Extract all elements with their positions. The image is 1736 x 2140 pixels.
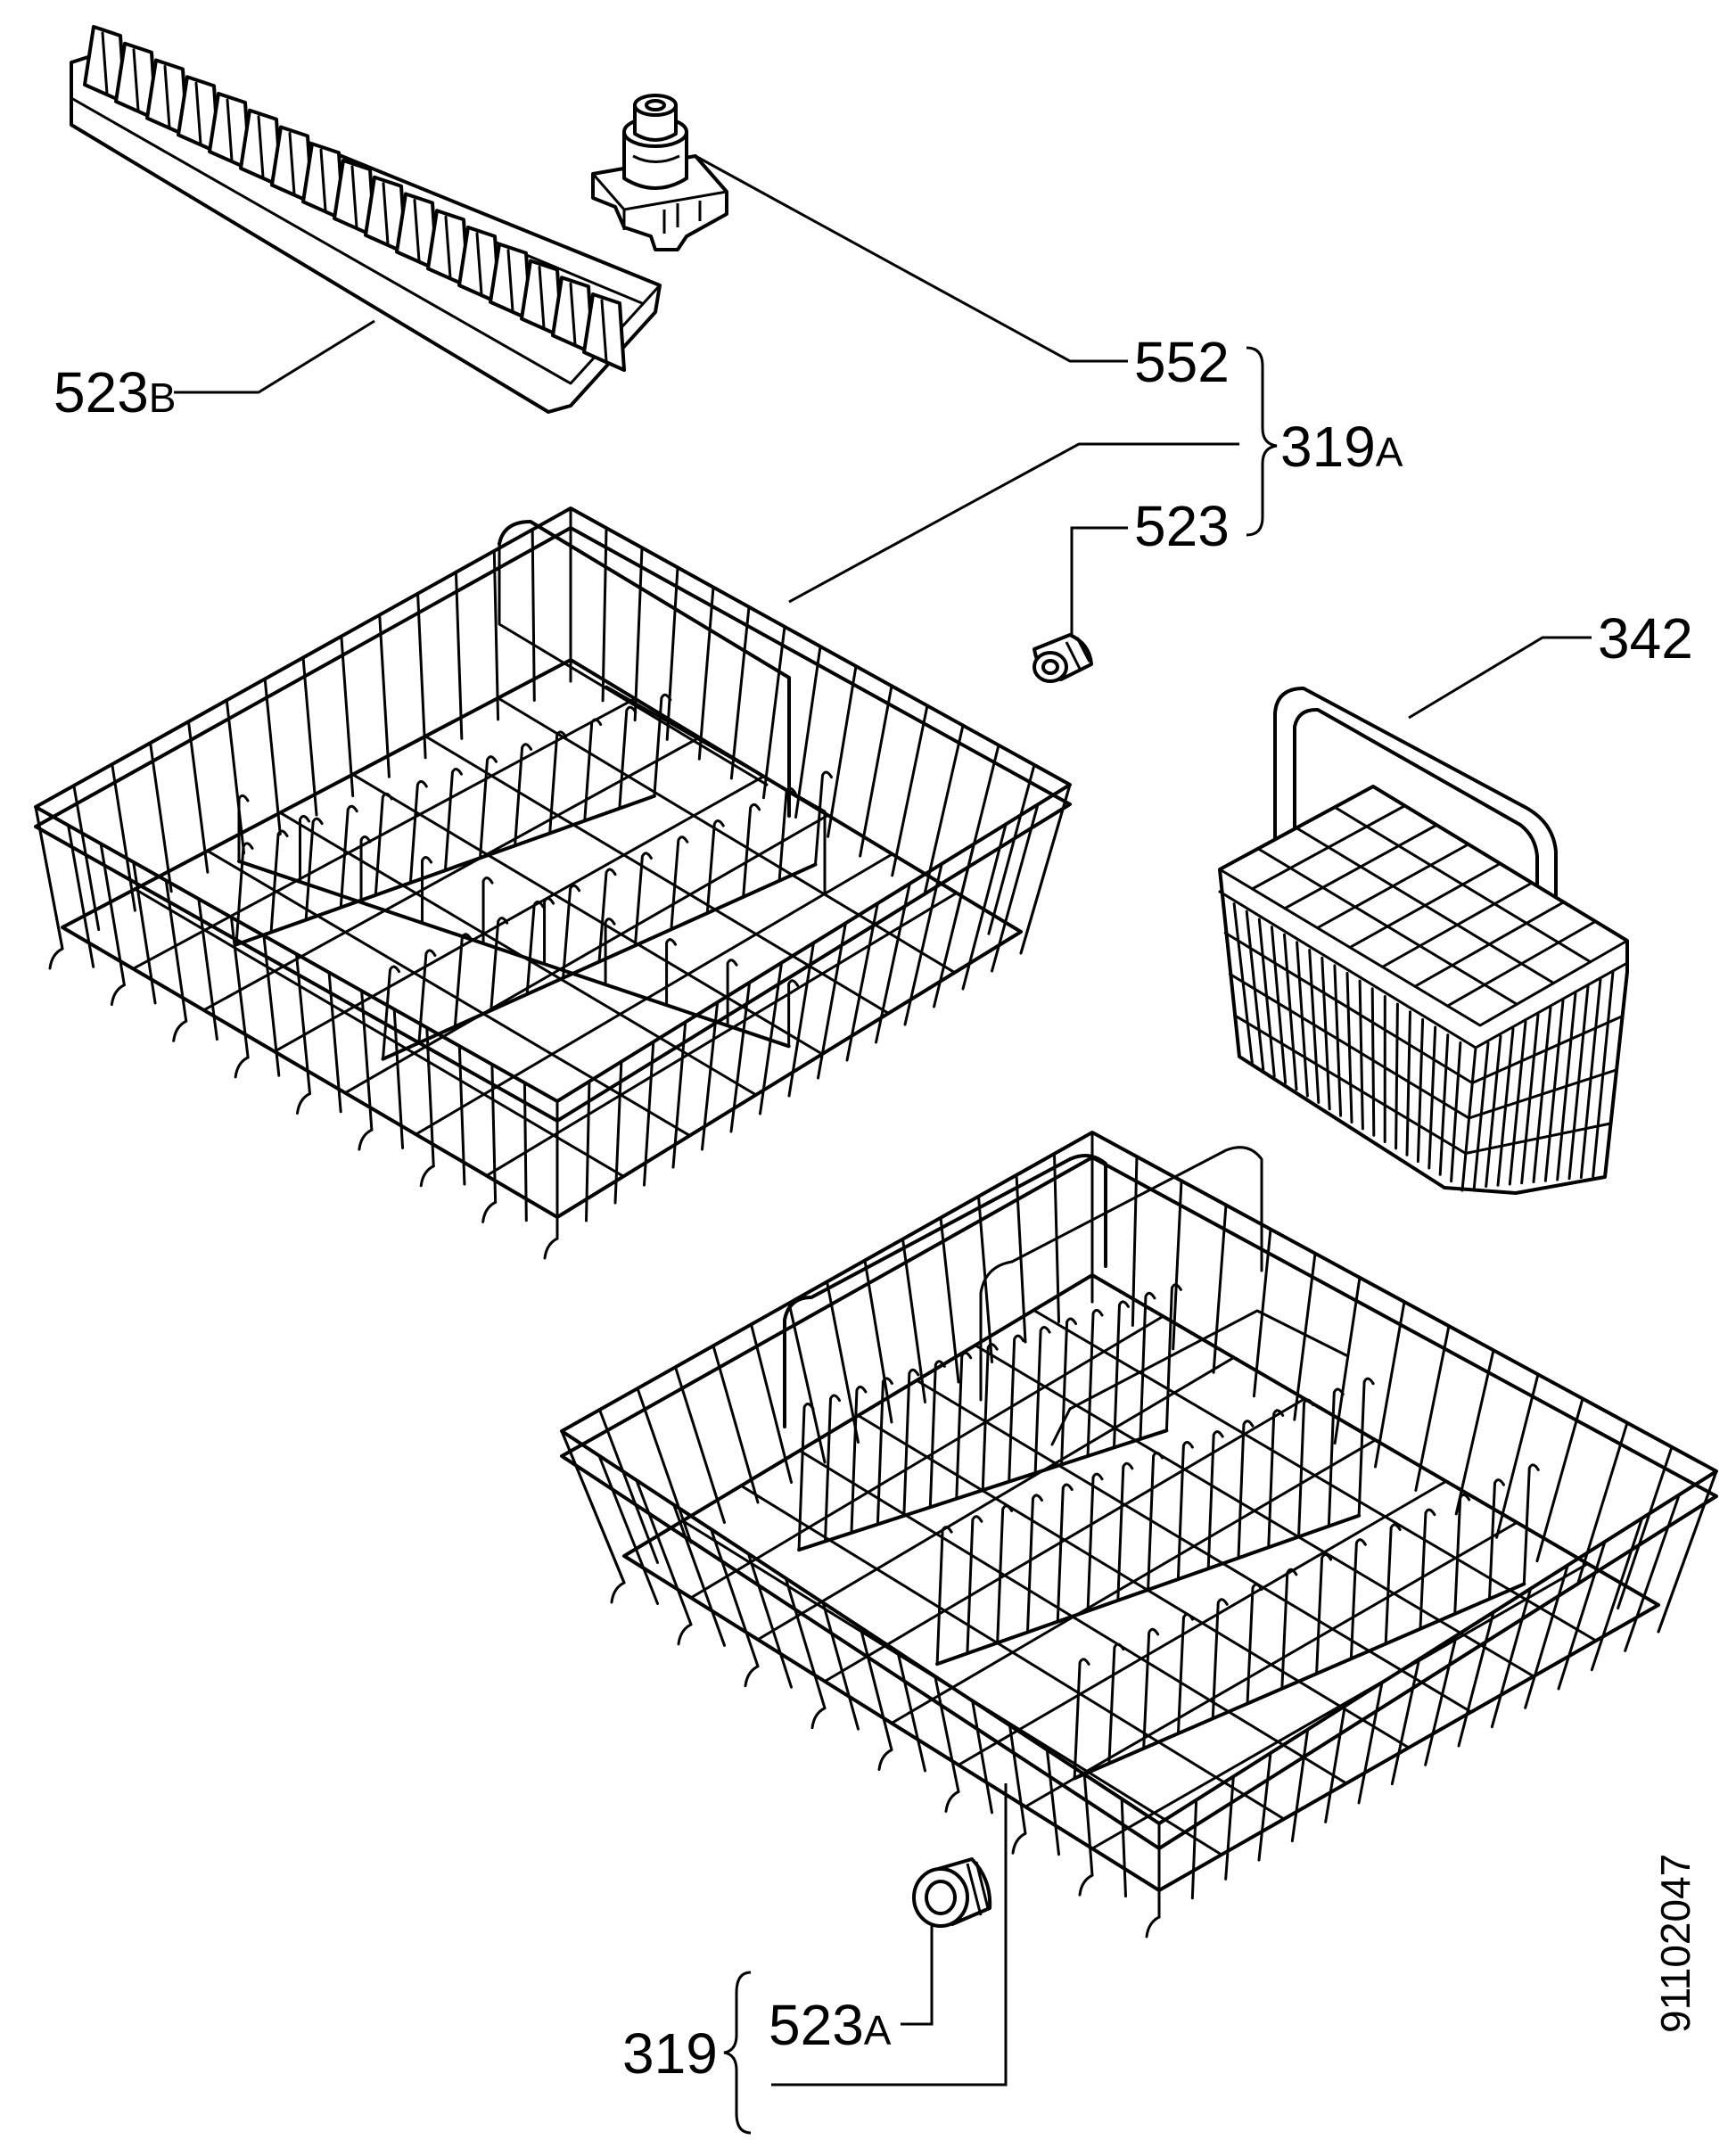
- lower-basket-part: [560, 1131, 1718, 1938]
- label-319A: 319A: [1280, 415, 1403, 479]
- bracket-319: [723, 1971, 752, 2135]
- label-523A: 523A: [769, 1993, 892, 2057]
- label-342: 342: [1598, 606, 1693, 671]
- label-523: 523: [1134, 494, 1230, 558]
- leader-342: [1408, 636, 1592, 720]
- drawing-number: 91102047: [1652, 1854, 1699, 2033]
- bracket-319A: [1246, 346, 1278, 537]
- roller-523-part: [1033, 633, 1093, 683]
- leader-523: [1070, 526, 1128, 635]
- rack-adjuster-part: [591, 94, 728, 251]
- leader-lines: [174, 154, 1592, 2135]
- leader-552: [695, 154, 1128, 363]
- leader-319: [771, 1783, 1008, 2086]
- comb-insert-part: [70, 25, 662, 414]
- leader-319A: [788, 442, 1239, 604]
- upper-basket-part: [34, 506, 1072, 1260]
- label-523B: 523B: [53, 360, 176, 424]
- wheel-523A-part: [912, 1857, 992, 1928]
- cutlery-basket-part: [1218, 687, 1629, 1195]
- leader-523A: [901, 1926, 934, 2026]
- label-552: 552: [1134, 330, 1230, 394]
- label-319: 319: [622, 2021, 718, 2086]
- leader-523B: [174, 319, 375, 394]
